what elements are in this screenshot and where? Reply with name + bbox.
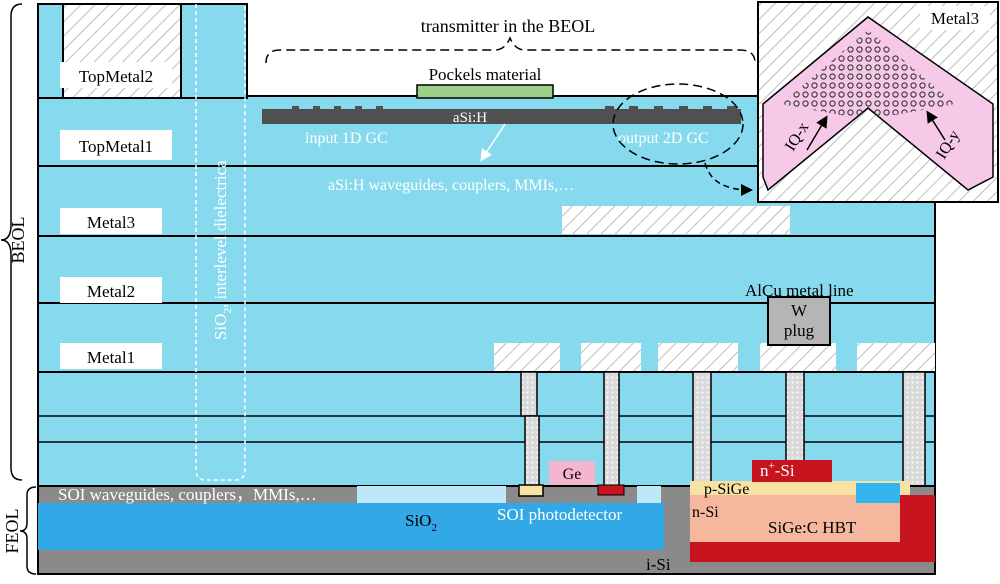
asih-label: aSi:H <box>453 110 487 126</box>
pockels-material-label: Pockels material <box>429 65 542 84</box>
output-gc-highlight <box>612 83 744 165</box>
iq-y-arrow <box>926 110 946 141</box>
n-plus-si-emitter <box>752 460 832 482</box>
n-plus-si-label: n+-Si <box>760 460 795 480</box>
w-plug-label-line2: plug <box>784 321 815 340</box>
ge-absorber <box>549 461 595 485</box>
beol-label: BEOL <box>8 217 28 264</box>
metal1-pad <box>760 343 836 371</box>
via <box>785 371 805 463</box>
metal3-hatched-line <box>562 206 790 234</box>
via <box>524 415 540 487</box>
pockels-material <box>416 84 554 99</box>
p-sige-label: p-SiGe <box>704 481 749 498</box>
topmetal2-dielectric-right <box>180 3 248 99</box>
w-plug-label-line1: W <box>791 301 808 320</box>
feol-label: FEOL <box>2 509 22 554</box>
metal-label-box <box>60 62 172 88</box>
via <box>520 371 538 417</box>
soi-waveguide-layer <box>357 486 506 503</box>
metal-label-box <box>60 343 162 369</box>
hbt-blue-isolation <box>856 483 900 503</box>
soi-photodetector-label: SOI photodetector <box>497 505 622 524</box>
alcu-metal-line-label: AlCu metal line <box>745 281 854 300</box>
iq-x-arrow <box>806 115 828 151</box>
transmitter-label: transmitter in the BEOL <box>421 16 595 36</box>
via <box>603 371 620 487</box>
inset-title-label: Metal3 <box>931 9 979 28</box>
inset-title-box <box>920 6 990 30</box>
metal-label-box <box>60 277 162 303</box>
topmetal2-dielectric-left <box>37 3 64 99</box>
sige-hbt-label: SiGe:C HBT <box>768 518 857 537</box>
i-si-label: i-Si <box>646 555 671 574</box>
interlevel-dielectric-outline <box>195 4 246 481</box>
sio2-label: SiO2 <box>405 511 437 534</box>
waveguide-pointer-arrow <box>480 123 506 162</box>
metal1-pad <box>581 343 641 371</box>
output-gc-label: output 2D GC <box>618 130 709 147</box>
metal-label-box <box>60 130 172 160</box>
metal-label-box <box>60 208 162 234</box>
inset-pointer-arrow <box>704 162 753 196</box>
metal1-pad <box>658 343 738 371</box>
input-gc-label: input 1D GC <box>305 130 388 147</box>
metal1-pad <box>857 343 935 371</box>
metal3-inset: Metal3 IQ-x IQ-y <box>757 1 999 203</box>
beol-brace <box>0 3 23 481</box>
metal1-pad <box>494 343 560 371</box>
pd-contact-yellow <box>518 484 544 497</box>
feol-brace <box>19 486 37 575</box>
w-plug <box>767 296 831 346</box>
metal3-label: Metal3 <box>87 213 135 232</box>
via <box>692 371 712 487</box>
metal1-label: Metal1 <box>87 348 135 367</box>
soi-waveguides-label: SOI waveguides, couplers，MMIs,… <box>58 485 317 504</box>
interlevel-dielectric-label: SiO2, interlevel dielectrica <box>211 160 234 340</box>
pd-contact-red <box>597 484 625 496</box>
metal2-label: Metal2 <box>87 282 135 301</box>
n-si-label: n-Si <box>692 504 719 521</box>
topmetal2-label: TopMetal2 <box>79 67 153 86</box>
grating-holes-area <box>781 30 955 120</box>
p-sige-layer <box>690 481 910 495</box>
topmetal1-label: TopMetal1 <box>79 137 153 156</box>
asih-waveguide-core <box>262 106 741 124</box>
soi-waveguide-layer-right <box>637 486 661 503</box>
ge-label: Ge <box>563 466 582 483</box>
sio2-box-layer <box>38 503 664 550</box>
via <box>902 371 926 487</box>
asih-waveguides-label: aSi:H waveguides, couplers, MMIs,… <box>328 177 574 194</box>
transmitter-brace <box>265 36 756 64</box>
